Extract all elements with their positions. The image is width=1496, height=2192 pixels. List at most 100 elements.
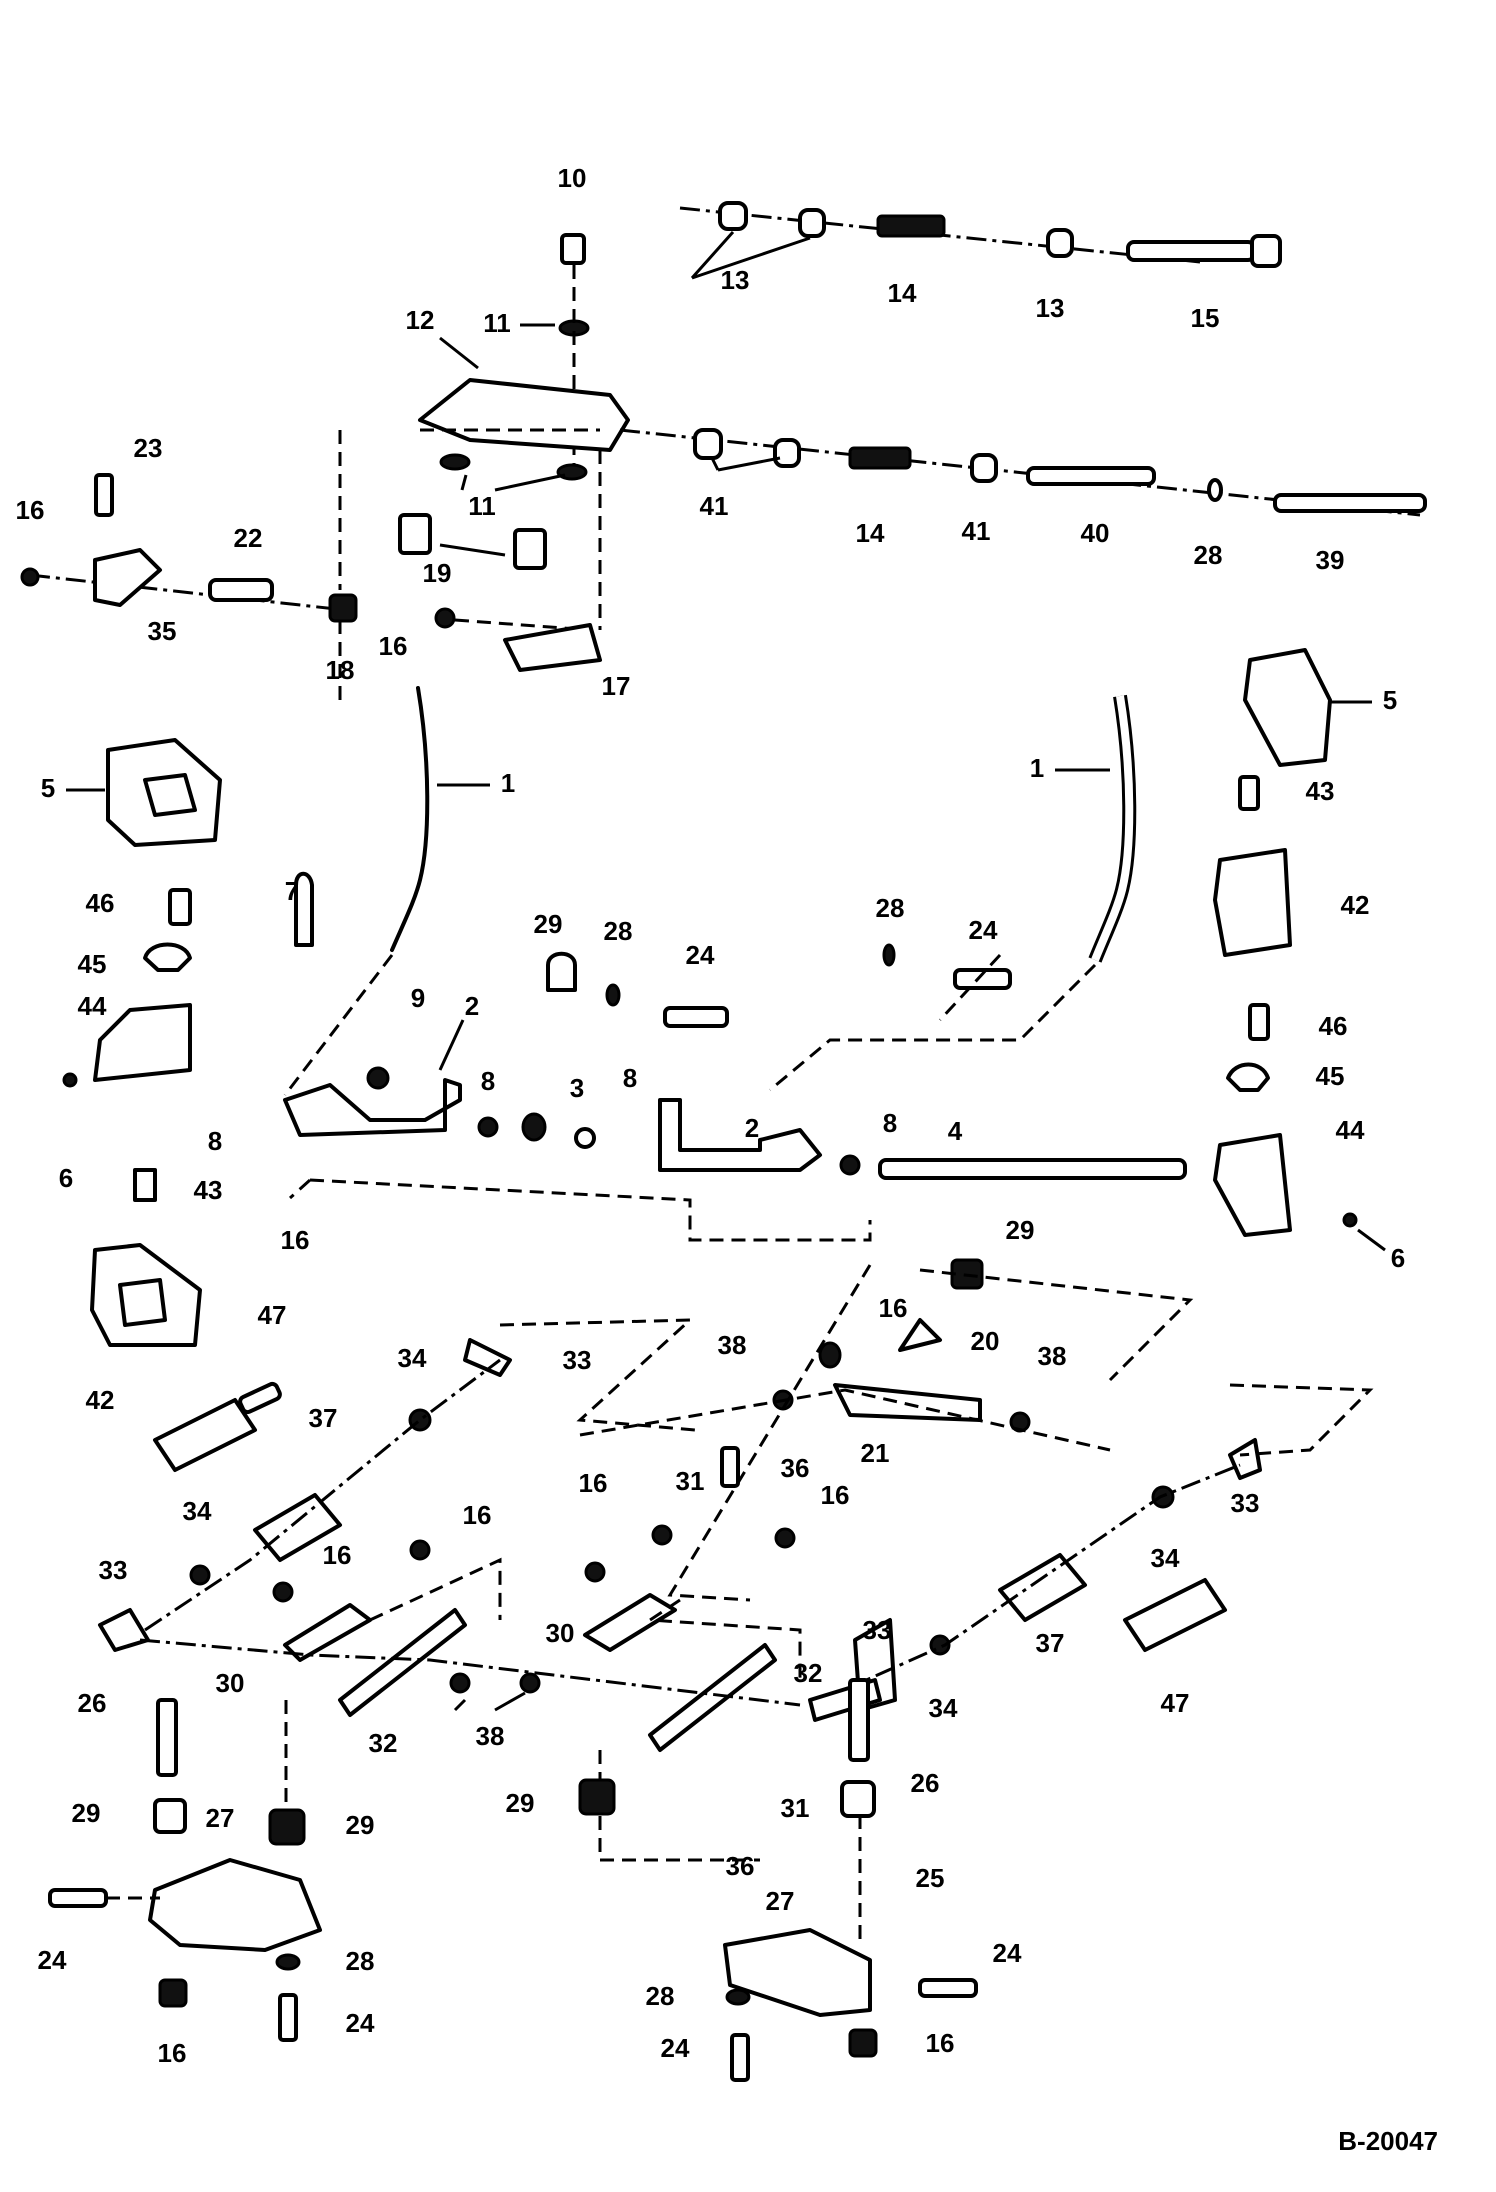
right-cylinder-assembly (809, 1438, 1262, 1712)
callout-14: 14 (888, 278, 917, 308)
callout-29: 29 (72, 1798, 101, 1828)
callout-15: 15 (1191, 303, 1220, 333)
callout-26: 26 (78, 1688, 107, 1718)
callout-37: 37 (1036, 1628, 1065, 1658)
callout-8: 8 (481, 1066, 495, 1096)
callout-46: 46 (1319, 1011, 1348, 1041)
lower-center-pivot (578, 1678, 978, 2082)
callout-16: 16 (379, 631, 408, 661)
callout-41: 41 (962, 516, 991, 546)
callout-2: 2 (745, 1113, 759, 1143)
callout-43: 43 (1306, 776, 1335, 806)
callout-13: 13 (721, 265, 750, 295)
control-lever-left (283, 686, 430, 1096)
callout-24: 24 (38, 1945, 67, 1975)
cross-shaft-assembly (283, 871, 1187, 1242)
callout-30: 30 (546, 1618, 575, 1648)
callout-16: 16 (821, 1480, 850, 1510)
callout-11: 11 (483, 308, 511, 338)
callout-40: 40 (1081, 518, 1110, 548)
callout-26: 26 (911, 1768, 940, 1798)
callout-44: 44 (78, 991, 107, 1021)
callout-19: 19 (423, 558, 452, 588)
callout-11: 11 (468, 491, 496, 521)
callout-16: 16 (158, 2038, 187, 2068)
bracket-bolt-assembly (558, 233, 590, 470)
callout-labels: 1 1 2 2 3 4 5 5 6 6 7 8 8 8 8 9 10 11 11… (16, 163, 1406, 2068)
callout-42: 42 (86, 1385, 115, 1415)
callout-20: 20 (971, 1326, 1000, 1356)
callout-47: 47 (1161, 1688, 1190, 1718)
callout-9: 9 (411, 983, 425, 1013)
callout-25: 25 (916, 1863, 945, 1893)
left-plates (62, 738, 222, 1347)
callout-24: 24 (346, 2008, 375, 2038)
callout-33: 33 (1231, 1488, 1260, 1518)
callout-16: 16 (463, 1500, 492, 1530)
upper-spring-rod-assembly (679, 201, 1282, 280)
callout-3: 3 (570, 1073, 584, 1103)
callout-1: 1 (1030, 753, 1044, 783)
callout-30: 30 (216, 1668, 245, 1698)
callout-1: 1 (501, 768, 515, 798)
callout-28: 28 (876, 893, 905, 923)
callout-34: 34 (929, 1693, 958, 1723)
callout-31: 31 (676, 1466, 705, 1496)
lower-spring-rod-assembly (619, 428, 1427, 517)
callout-24: 24 (661, 2033, 690, 2063)
callout-22: 22 (234, 523, 263, 553)
callout-17: 17 (602, 671, 631, 701)
callout-29: 29 (1006, 1215, 1035, 1245)
callout-8: 8 (883, 1108, 897, 1138)
callout-16: 16 (323, 1540, 352, 1570)
callout-34: 34 (1151, 1543, 1180, 1573)
callout-44: 44 (1336, 1115, 1365, 1145)
callout-24: 24 (969, 915, 998, 945)
callout-33: 33 (863, 1615, 892, 1645)
callout-12: 12 (406, 305, 435, 335)
callout-24: 24 (993, 1938, 1022, 1968)
callout-6: 6 (1391, 1243, 1405, 1273)
callout-36: 36 (781, 1453, 810, 1483)
callout-13: 13 (1036, 293, 1065, 323)
left-linkage (20, 473, 358, 700)
callout-4: 4 (948, 1116, 963, 1146)
callout-16: 16 (16, 495, 45, 525)
callout-32: 32 (794, 1658, 823, 1688)
callout-5: 5 (41, 773, 55, 803)
middle-linkage (579, 1258, 1194, 1452)
callout-27: 27 (766, 1886, 795, 1916)
callout-32: 32 (369, 1728, 398, 1758)
control-lever-right (769, 694, 1137, 1092)
callout-38: 38 (476, 1721, 505, 1751)
callout-39: 39 (1316, 545, 1345, 575)
callout-31: 31 (781, 1793, 810, 1823)
callout-23: 23 (134, 433, 163, 463)
callout-34: 34 (183, 1496, 212, 1526)
callout-29: 29 (534, 909, 563, 939)
callout-46: 46 (86, 888, 115, 918)
pivot-bracket (338, 336, 630, 630)
callout-16: 16 (579, 1468, 608, 1498)
callout-33: 33 (563, 1345, 592, 1375)
lower-left-pivot (48, 1698, 322, 2042)
callout-21: 21 (861, 1438, 890, 1468)
callout-8: 8 (623, 1063, 637, 1093)
callout-45: 45 (78, 949, 107, 979)
lower-bracket-17 (434, 607, 602, 672)
figure-id: B-20047 (1338, 2126, 1438, 2156)
callout-38: 38 (1038, 1341, 1067, 1371)
callout-16: 16 (281, 1225, 310, 1255)
callout-8: 8 (208, 1126, 222, 1156)
callout-33: 33 (99, 1555, 128, 1585)
callout-47: 47 (258, 1300, 287, 1330)
callout-36: 36 (726, 1851, 755, 1881)
callout-27: 27 (206, 1803, 235, 1833)
callout-35: 35 (148, 616, 177, 646)
callout-29: 29 (346, 1810, 375, 1840)
callout-42: 42 (1341, 890, 1370, 920)
callout-2: 2 (465, 991, 479, 1021)
callout-28: 28 (646, 1981, 675, 2011)
callout-10: 10 (558, 163, 587, 193)
callout-28: 28 (346, 1946, 375, 1976)
